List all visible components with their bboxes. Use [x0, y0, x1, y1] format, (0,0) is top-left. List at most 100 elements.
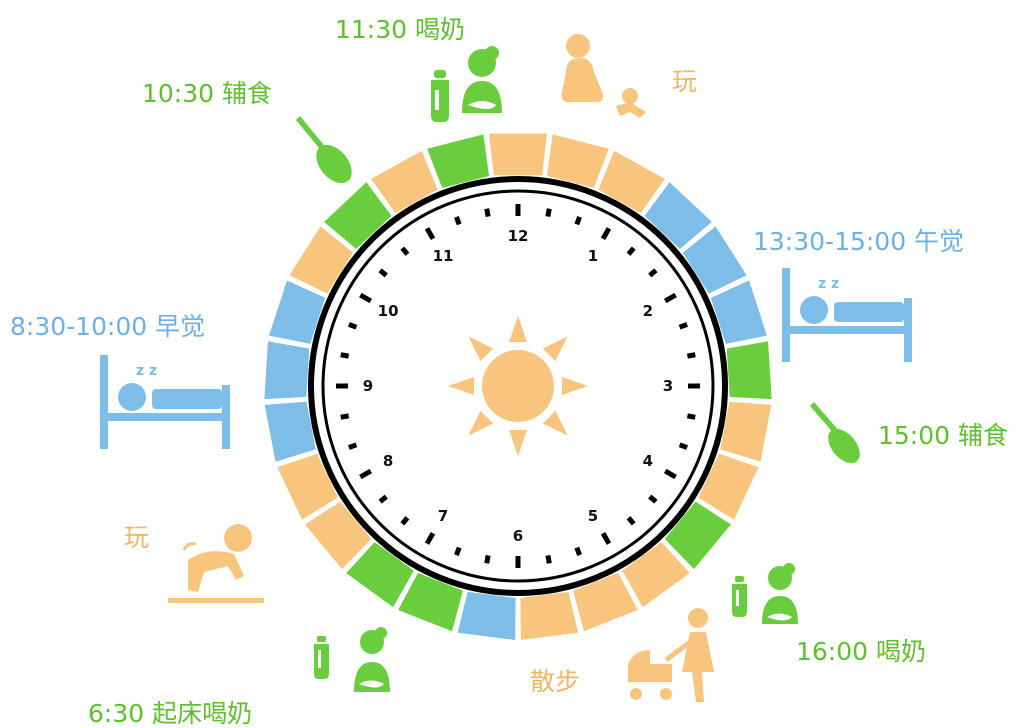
clock-tick [340, 352, 350, 359]
ring-segment-blue [457, 591, 516, 640]
sun-icon [448, 316, 588, 456]
crawling-baby-icon [168, 524, 264, 603]
mother-baby-play-icon [561, 34, 646, 118]
clock-tick [678, 442, 688, 450]
ring-segment-orange [698, 453, 759, 520]
bed-sleep-icon: z z [782, 268, 912, 362]
clock-number: 4 [643, 452, 653, 470]
ring-segment-orange [720, 401, 772, 462]
clock-number: 12 [508, 227, 529, 245]
clock-tick [626, 516, 636, 526]
clock-number: 10 [378, 302, 399, 320]
label-nap-morning: 8:30-10:00 早觉 [10, 312, 205, 341]
baby-bottle-icon [431, 70, 449, 122]
clock-tick [484, 554, 491, 564]
sun-ray [542, 410, 568, 436]
schedule-ring [264, 133, 772, 640]
sun-ray [542, 336, 568, 362]
clock-number: 11 [433, 247, 454, 265]
spoon-icon [810, 402, 860, 464]
sun-ray [448, 377, 474, 395]
ring-segment-green [324, 182, 392, 250]
clock-tick [686, 413, 696, 420]
label-wake-630: 6:30 起床喝奶 [88, 699, 252, 728]
clock-number: 8 [383, 452, 393, 470]
mother-feeding-icon [354, 627, 390, 692]
sun-ray [468, 410, 494, 436]
ring-segment-blue [264, 341, 310, 400]
clock-tick [626, 246, 636, 256]
sun-ray [509, 316, 527, 342]
clock-tick [348, 442, 358, 450]
clock-tick [454, 546, 462, 556]
ring-segment-green [346, 542, 414, 608]
mother-feeding-icon [462, 46, 502, 113]
clock-tick [600, 531, 612, 545]
clock-tick [400, 516, 410, 526]
clock-number: 6 [513, 527, 523, 545]
clock-tick [359, 292, 373, 304]
clock-tick [400, 246, 410, 256]
svg-text:z z: z z [818, 276, 839, 292]
ring-segment-blue [269, 280, 326, 344]
clock-number: 2 [643, 302, 653, 320]
clock-tick [484, 208, 491, 218]
label-play-top: 玩 [672, 67, 697, 96]
label-play-left: 玩 [124, 523, 149, 552]
clock-tick [515, 556, 521, 568]
ring-segment-green [398, 572, 463, 632]
ring-segment-blue [644, 182, 712, 250]
clock-tick [663, 468, 677, 480]
clock-number: 1 [588, 247, 598, 265]
ring-segment-blue [682, 226, 747, 294]
clock-number: 7 [438, 507, 448, 525]
sun-ray [562, 377, 588, 395]
ring-segment-orange [489, 133, 547, 176]
ring-segment-green [664, 501, 731, 570]
clock-number: 5 [588, 507, 598, 525]
clock-tick [454, 216, 462, 226]
baby-bottle-icon [314, 636, 329, 679]
clock-number: 9 [363, 377, 373, 395]
label-nap-afternoon: 13:30-15:00 午觉 [753, 227, 964, 256]
clock-tick [574, 216, 582, 226]
ring-segment-blue [264, 401, 316, 462]
mother-feeding-icon [762, 563, 798, 624]
ring-segment-orange [520, 591, 579, 640]
clock-tick [648, 268, 658, 278]
ring-segment-orange [371, 150, 438, 214]
ring-segment-orange [598, 150, 665, 214]
clock-tick [648, 494, 658, 504]
ring-segment-orange [622, 542, 690, 608]
label-milk-1130: 11:30 喝奶 [335, 15, 465, 44]
clock-tick [686, 352, 696, 359]
label-milk-1600: 16:00 喝奶 [796, 637, 926, 666]
bed-sleep-icon: z z [100, 355, 230, 449]
sun-ray [468, 336, 494, 362]
ring-segment-blue [710, 280, 767, 344]
ring-segment-green [726, 341, 772, 400]
label-food-1500: 15:00 辅食 [878, 421, 1008, 450]
label-walk: 散步 [530, 667, 580, 696]
ring-segment-orange [546, 134, 609, 189]
clock-tick [688, 383, 700, 389]
baby-bottle-icon [732, 576, 747, 617]
ring-segment-orange [289, 226, 354, 294]
clock-tick [336, 383, 348, 389]
clock-tick [378, 268, 388, 278]
ring-segment-green [427, 134, 490, 189]
ring-segment-orange [277, 453, 338, 520]
clock-tick [424, 531, 436, 545]
spoon-icon [296, 116, 352, 184]
clock-tick [515, 204, 521, 216]
clock-tick [663, 292, 677, 304]
clock-tick [340, 413, 350, 420]
clock-tick [348, 322, 358, 330]
clock-tick [359, 468, 373, 480]
clock-tick [378, 494, 388, 504]
clock-tick [424, 227, 436, 241]
ring-segment-orange [305, 501, 372, 570]
stroller-walk-icon [628, 608, 714, 702]
